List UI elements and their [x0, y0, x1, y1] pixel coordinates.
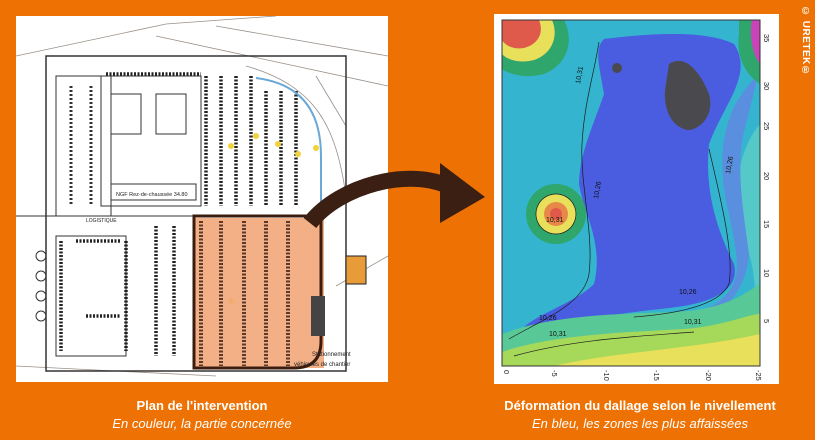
- contour-label: 10,31: [684, 319, 702, 326]
- y-tick-label: 35: [762, 34, 771, 42]
- right-caption: Déformation du dallage selon le nivellem…: [480, 397, 800, 433]
- ngf-label: NGF Rez-de-chaussée 34.80: [116, 192, 188, 198]
- contour-label: 10,26: [679, 289, 697, 296]
- contour-label: 10,31: [575, 66, 585, 85]
- x-tick-label: -20: [704, 370, 713, 381]
- arrow-head-icon: [440, 163, 485, 223]
- stationnement-label-2: véhicules de chantier: [294, 362, 350, 368]
- stationnement-label-1: Stationnement: [312, 352, 351, 358]
- contour-label: 10,26: [725, 156, 735, 175]
- contour-map-plot: 10,31 10,31 10,26 10,26 10,26 10,31 10,2…: [501, 19, 771, 381]
- y-tick-label: 25: [762, 122, 771, 130]
- left-caption-subtitle: En couleur, la partie concernée: [112, 416, 292, 431]
- copyright-label: © URETEK®: [800, 6, 811, 77]
- right-caption-title: Déformation du dallage selon le nivellem…: [504, 398, 776, 413]
- contour-label: 10,26: [539, 315, 557, 322]
- x-tick-label: -25: [754, 370, 763, 381]
- contour-label: 10,26: [593, 181, 603, 200]
- x-tick-label: 0: [502, 370, 511, 374]
- contour-map: 10,31 10,31 10,26 10,26 10,26 10,31 10,2…: [494, 14, 779, 384]
- y-tick-label: 20: [762, 172, 771, 180]
- logistique-label: LOGISTIQUE: [86, 218, 117, 224]
- x-tick-label: -15: [652, 370, 661, 381]
- y-tick-label: 10: [762, 269, 771, 277]
- left-caption: Plan de l'intervention En couleur, la pa…: [16, 397, 388, 433]
- right-caption-subtitle: En bleu, les zones les plus affaissées: [531, 416, 749, 431]
- contour-label: 10,31: [546, 217, 564, 224]
- y-tick-label: 30: [762, 82, 771, 90]
- x-tick-label: -10: [602, 370, 611, 381]
- contour-label: 10,31: [549, 331, 567, 338]
- x-tick-label: -5: [550, 370, 559, 377]
- connector-arrow: [303, 163, 485, 229]
- y-tick-label: 15: [762, 220, 771, 228]
- left-caption-title: Plan de l'intervention: [136, 398, 268, 413]
- floor-plan-drawing: NGF Rez-de-chaussée 34.80 LOGISTIQUE: [15, 15, 389, 377]
- y-tick-label: 5: [762, 319, 771, 323]
